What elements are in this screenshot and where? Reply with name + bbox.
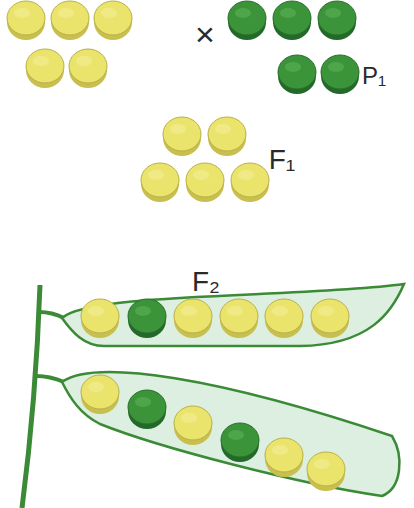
green-pea — [321, 55, 359, 94]
yellow-pea — [141, 163, 179, 202]
yellow-pea — [94, 1, 132, 40]
yellow-pea — [81, 375, 119, 414]
yellow-pea — [265, 438, 303, 477]
green-pea — [128, 299, 166, 338]
pod-stalk — [39, 312, 64, 318]
green-pea — [273, 1, 311, 40]
pea-pod — [62, 372, 399, 496]
pod-stalk — [36, 376, 64, 382]
yellow-pea — [81, 299, 119, 338]
green-pea — [318, 1, 356, 40]
yellow-pea — [174, 406, 212, 445]
yellow-pea — [26, 49, 64, 88]
yellow-pea — [7, 1, 45, 40]
generation-label: F₂ — [192, 268, 220, 296]
green-pea — [128, 390, 166, 429]
pea-pod — [62, 284, 404, 346]
plant-stem — [22, 285, 40, 508]
green-pea — [278, 55, 316, 94]
yellow-pea — [231, 163, 269, 202]
yellow-pea — [307, 452, 345, 491]
generation-label: P₁ — [362, 64, 386, 88]
yellow-pea — [186, 163, 224, 202]
yellow-pea — [208, 117, 246, 156]
green-pea — [228, 1, 266, 40]
generation-label: F₁ — [269, 146, 296, 174]
yellow-pea — [69, 49, 107, 88]
cross-symbol: × — [195, 17, 215, 51]
yellow-pea — [51, 1, 89, 40]
yellow-pea — [311, 299, 349, 338]
yellow-pea — [265, 299, 303, 338]
yellow-pea — [220, 299, 258, 338]
green-pea — [221, 423, 259, 462]
yellow-pea — [163, 117, 201, 156]
yellow-pea — [174, 299, 212, 338]
